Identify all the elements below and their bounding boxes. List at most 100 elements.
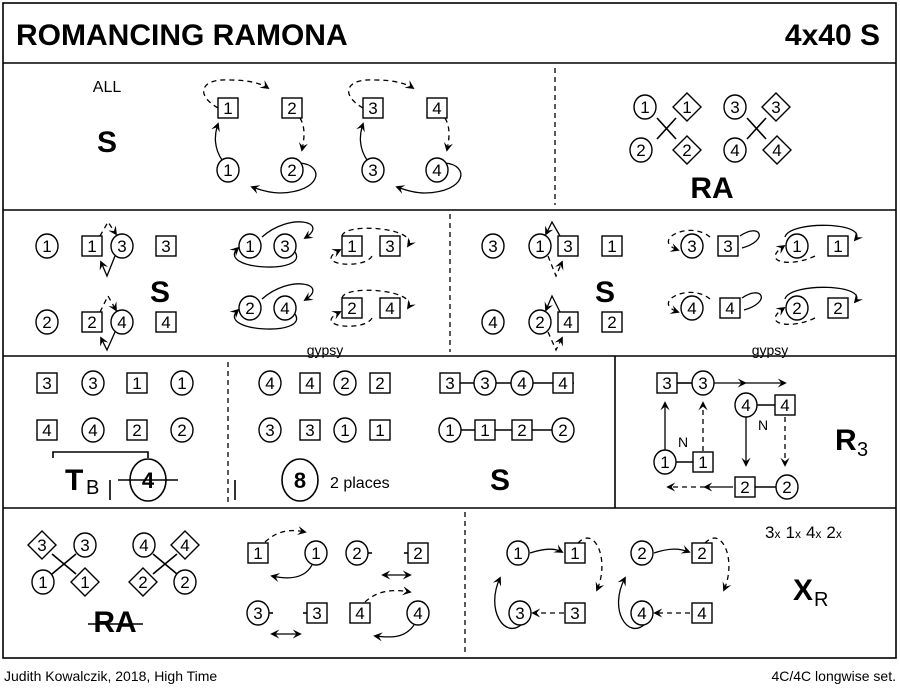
man-dancer-shape <box>407 542 429 564</box>
man-dancer: 2 <box>126 419 148 441</box>
man-dancer-facing: 2 <box>128 567 158 597</box>
man-dancer: 4 <box>426 97 448 119</box>
dancer-number: 3 <box>480 374 489 393</box>
man-dancer-shape <box>719 297 741 319</box>
dancer-number: 4 <box>355 604 364 623</box>
dancer-number: 1 <box>698 453 707 472</box>
man-dancer: 4 <box>774 394 796 416</box>
woman-dancer-shape <box>473 370 497 396</box>
man-dancer: 2 <box>81 311 103 333</box>
woman-dancer-shape <box>280 157 304 183</box>
dancer-number: 2 <box>517 421 526 440</box>
man-dancer-facing-shape <box>128 567 158 597</box>
dancer-number: 3 <box>80 536 89 555</box>
dancer-number: 2 <box>636 141 645 160</box>
dancer-number: 3 <box>570 604 579 623</box>
man-dancer-shape <box>426 97 448 119</box>
man-dancer-shape <box>692 451 714 473</box>
woman-dancer: 4 <box>630 600 654 626</box>
man-dancer-facing: 4 <box>170 530 200 560</box>
dancer-number: 2 <box>792 299 801 318</box>
man-dancer-shape <box>126 372 148 394</box>
dancer-number: 4 <box>780 396 789 415</box>
dancer-number: 3 <box>280 237 289 256</box>
dancer-number: 1 <box>792 237 801 256</box>
dancer-number: 2 <box>180 573 189 592</box>
dancer-number: 3 <box>771 98 780 117</box>
woman-dancer-shape <box>238 295 262 321</box>
dancer-number: 3 <box>161 237 170 256</box>
man-dancer-facing-shape <box>761 92 791 122</box>
man-dancer-shape <box>557 311 579 333</box>
dance-title: ROMANCING RAMONA <box>16 19 348 52</box>
man-dancer: 1 <box>247 542 269 564</box>
woman-dancer: 2 <box>345 540 369 566</box>
circle-count: 8 <box>294 468 306 493</box>
dancer-number: 2 <box>287 161 296 180</box>
woman-dancer-shape <box>258 370 282 396</box>
turn-both-hands-group: T B 4 <box>52 451 178 502</box>
woman-dancer-shape <box>258 417 282 443</box>
woman-dancer: 3 <box>246 600 270 626</box>
man-dancer: 4 <box>299 372 321 394</box>
dancer-number: 2 <box>132 421 141 440</box>
man-dancer-facing: 1 <box>70 567 100 597</box>
man-dancer: 2 <box>601 311 623 333</box>
dancer-number: 1 <box>347 237 356 256</box>
dancer-number: 1 <box>607 237 616 256</box>
dancer-number: 1 <box>87 237 96 256</box>
man-dancer: 2 <box>407 542 429 564</box>
man-dancer-shape <box>341 235 363 257</box>
dancer-number: 3 <box>662 374 671 393</box>
man-dancer: 1 <box>474 419 496 441</box>
woman-dancer: 1 <box>653 449 677 475</box>
nearer-hand-label: N <box>678 434 688 450</box>
man-dancer-facing-shape <box>762 135 792 165</box>
dancer-number: 1 <box>445 421 454 440</box>
woman-dancer: 2 <box>630 540 654 566</box>
dancer-number: 1 <box>375 421 384 440</box>
dancer-number: 4 <box>730 141 739 160</box>
dancer-number: 4 <box>488 313 497 332</box>
woman-dancer: 1 <box>528 233 552 259</box>
man-dancer-facing: 4 <box>762 135 792 165</box>
dancer-number: 3 <box>42 374 51 393</box>
woman-dancer: 4 <box>273 295 297 321</box>
man-dancer-shape <box>299 419 321 441</box>
dancer-number: 2 <box>833 299 842 318</box>
woman-dancer-shape <box>110 233 134 259</box>
turn-symbol: T <box>65 464 83 497</box>
woman-dancer-shape <box>691 370 715 396</box>
woman-dancer: 1 <box>35 233 59 259</box>
man-dancer-facing-shape <box>170 530 200 560</box>
woman-dancer-shape <box>633 94 657 120</box>
man-dancer: 3 <box>557 235 579 257</box>
gypsy-label-left: gypsy <box>307 342 344 358</box>
man-dancer-shape <box>691 602 713 624</box>
man-dancer: 2 <box>691 542 713 564</box>
dancer-number: 2 <box>558 421 567 440</box>
woman-dancer-shape <box>132 532 156 558</box>
dancer-number: 2 <box>87 313 96 332</box>
man-dancer: 2 <box>734 476 756 498</box>
man-dancer-shape <box>564 602 586 624</box>
man-dancer-shape <box>349 602 371 624</box>
dancer-number: 4 <box>117 313 126 332</box>
man-dancer-shape <box>827 297 849 319</box>
woman-dancer-shape <box>170 370 194 396</box>
woman-dancer-shape <box>508 600 532 626</box>
woman-dancer-shape <box>238 233 262 259</box>
turn-subscript: B <box>86 477 99 499</box>
cross-symbol: X <box>793 574 813 607</box>
movement-arrows <box>264 526 732 642</box>
woman-dancer: 2 <box>629 137 653 163</box>
man-dancer-shape <box>369 372 391 394</box>
woman-dancer-shape <box>775 474 799 500</box>
dancer-number: 1 <box>513 544 522 563</box>
dancer-number: 4 <box>563 313 572 332</box>
dancer-number: 4 <box>772 141 781 160</box>
man-dancer-shape <box>379 297 401 319</box>
dancer-number: 2 <box>177 421 186 440</box>
man-dancer: 1 <box>692 451 714 473</box>
